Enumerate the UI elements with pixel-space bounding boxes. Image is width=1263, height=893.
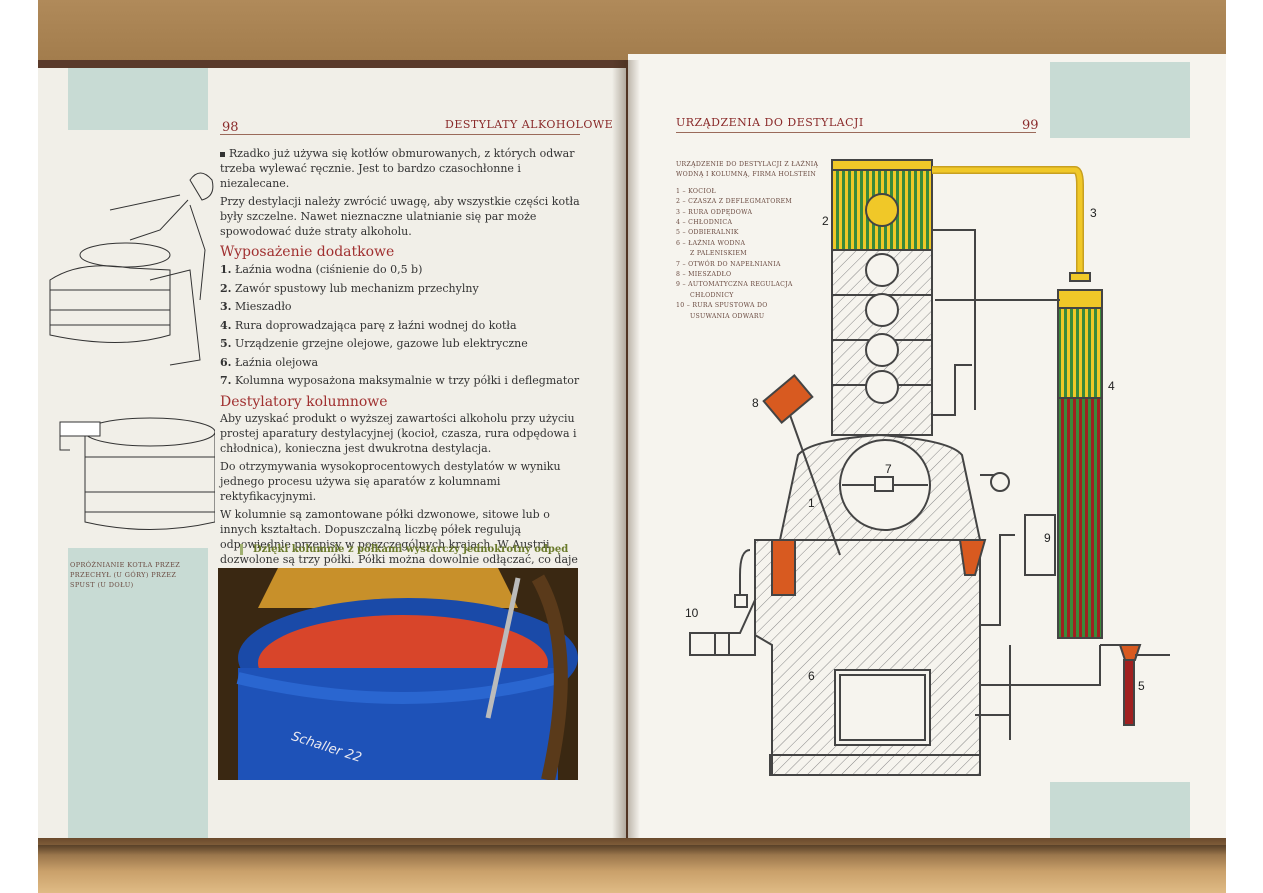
legend-item: 6 – łaźnia wodna: [676, 239, 746, 247]
equipment-list-item: 5. Urządzenie grzejne olejowe, gazowe lu…: [220, 335, 582, 354]
equipment-item-text: Zawór spustowy lub mechanizm przechylny: [234, 281, 479, 295]
legend-item: 4 – chłodnica: [676, 219, 733, 227]
mash-barrel-image: [218, 568, 578, 780]
tint-block-bottom: [68, 548, 208, 848]
equipment-item-number: 7.: [220, 374, 232, 387]
diagram-label-6: 6: [808, 669, 815, 683]
bullet-icon: [220, 151, 225, 157]
equipment-item-text: Kolumna wyposażona maksymalnie w trzy pó…: [234, 374, 580, 387]
section-heading-columns: Destylatory kolumnowe: [220, 393, 388, 410]
legend-item: 10 – rura spustowa do: [676, 302, 768, 310]
desk-foreground: [38, 838, 1226, 893]
equipment-list-item: 3. Mieszadło: [220, 298, 582, 317]
intro-paragraph: Przy destylacji należy zwrócić uwagę, ab…: [220, 195, 580, 238]
equipment-item-text: Urządzenie grzejne olejowe, gazowe lub e…: [234, 337, 528, 350]
diagram-label-3: 3: [1090, 206, 1097, 220]
equipment-item-number: 2.: [220, 281, 232, 295]
equipment-item-text: Rura doprowadzająca parę z łaźni wodnej …: [234, 318, 517, 332]
pull-quote: Dzięki kolumnie z półkami wystarczy jedn…: [240, 544, 568, 555]
equipment-item-number: 1.: [220, 263, 232, 276]
legend-item: 3 – rura odpędowa: [676, 208, 753, 216]
diagram-label-2: 2: [822, 214, 829, 228]
legend-item: 7 – otwór do napełniania: [676, 260, 781, 268]
intro-bullet: Rzadko już używa się kotłów obmurowanych…: [220, 146, 582, 191]
equipment-item-text: Łaźnia olejowa: [234, 355, 319, 369]
diagram-legend: Urządzenie do destylacji z łaźnią wodną …: [676, 160, 826, 322]
diagram-label-4: 4: [1108, 379, 1115, 393]
left-header-rule: [220, 134, 580, 135]
equipment-list-item: 2. Zawór spustowy lub mechanizm przechyl…: [220, 280, 582, 299]
sketch-drain-drawing: [59, 417, 215, 530]
equipment-item-text: Mieszadło: [234, 300, 292, 313]
section-heading-equipment: Wyposażenie dodatkowe: [220, 244, 395, 260]
tint-block-top-right: [1050, 62, 1190, 138]
legend-item: z paleniskiem: [690, 250, 747, 258]
legend-item: 1 – kocioł: [676, 187, 716, 195]
legend-list: 1 – kocioł 2 – czasza z deflegmatorem 3 – …: [676, 187, 826, 322]
legend-item: 8 – mieszadło: [676, 271, 732, 279]
equipment-item-number: 5.: [220, 337, 232, 350]
columns-paragraph-2: Do otrzymywania wysokoprocentowych desty…: [220, 459, 561, 503]
equipment-list-item: 7. Kolumna wyposażona maksymalnie w trzy…: [220, 372, 582, 391]
equipment-item-number: 3.: [220, 300, 232, 313]
equipment-item-number: 4.: [220, 318, 232, 332]
equipment-list-item: 4. Rura doprowadzająca parę z łaźni wodn…: [220, 317, 582, 336]
diagram-label-9: 9: [1044, 531, 1051, 545]
legend-item: usuwania odwaru: [690, 312, 765, 320]
equipment-list-item: 6. Łaźnia olejowa: [220, 354, 582, 373]
sketch-caption: Opróżnianie kotła przez przechył (u góry…: [70, 561, 181, 589]
diagram-label-8: 8: [752, 396, 759, 410]
left-page-number: 98: [222, 120, 239, 135]
columns-paragraph-1: Aby uzyskać produkt o wyższej zawartości…: [220, 411, 577, 455]
diagram-label-1: 1: [808, 496, 815, 510]
page-shadow: [38, 845, 1226, 855]
legend-item: chłodnicy: [690, 291, 734, 299]
right-header-rule: [676, 132, 1036, 133]
diagram-label-10: 10: [685, 606, 699, 620]
equipment-list: 1. Łaźnia wodna (ciśnienie do 0,5 b)2. Z…: [220, 261, 582, 391]
equipment-item-number: 6.: [220, 355, 232, 369]
right-page-number: 99: [1022, 118, 1039, 133]
right-running-head: Urządzenia do destylacji: [676, 116, 864, 129]
diagram-label-7: 7: [885, 462, 892, 476]
left-body: Rzadko już używa się kotłów obmurowanych…: [220, 146, 582, 585]
tint-block-top: [68, 68, 208, 130]
mash-barrel-photo: Schaller 22: [218, 568, 578, 780]
legend-title: Urządzenie do destylacji z łaźnią wodną …: [676, 161, 819, 179]
legend-item: 5 – odbieralnik: [676, 229, 739, 237]
intro-bullet-text: Rzadko już używa się kotłów obmurowanych…: [220, 147, 575, 190]
legend-item: 2 – czasza z deflegmatorem: [676, 198, 793, 206]
distillation-apparatus-diagram: 1 2 3 4 5 6 7 8 9 10: [685, 159, 1170, 776]
diagram-label-5: 5: [1138, 679, 1145, 693]
equipment-list-item: 1. Łaźnia wodna (ciśnienie do 0,5 b): [220, 261, 582, 280]
legend-item: 9 – automatyczna regulacja: [676, 281, 793, 289]
book-gutter: [612, 60, 640, 850]
left-running-head: Destylaty alkoholowe: [445, 118, 614, 131]
sketch-tilt-drawing: [49, 172, 214, 366]
equipment-item-text: Łaźnia wodna (ciśnienie do 0,5 b): [234, 263, 423, 276]
